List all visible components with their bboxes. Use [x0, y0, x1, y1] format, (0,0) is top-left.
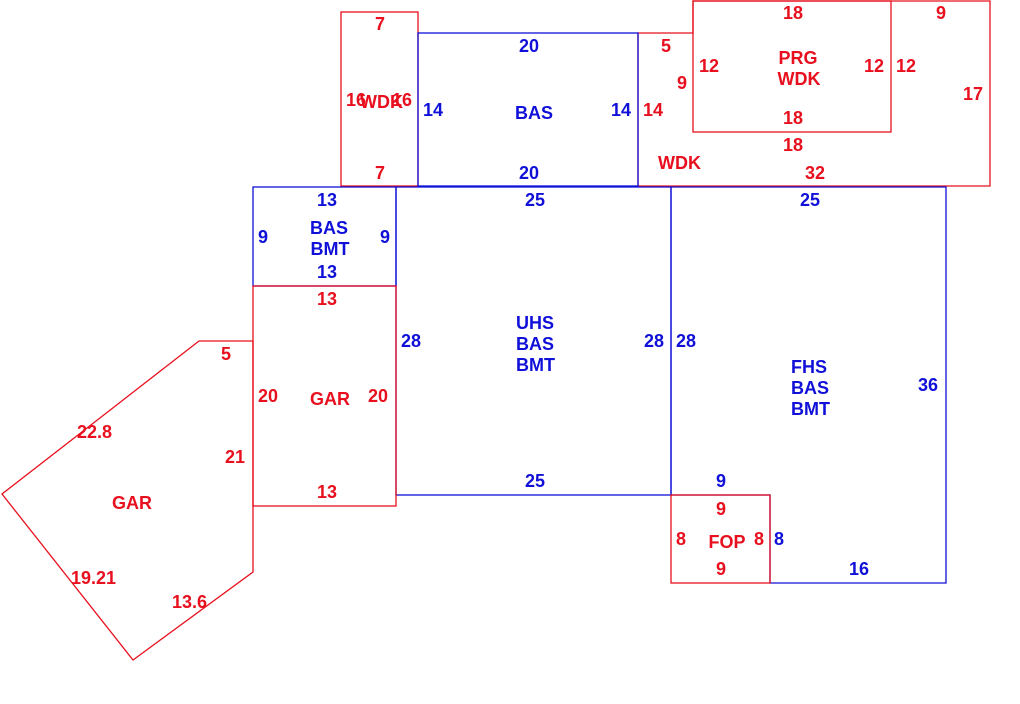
uhs-dim-right: 28: [644, 331, 664, 351]
gar-rect-code: GAR: [310, 389, 350, 409]
fop-dim-right: 8: [754, 529, 764, 549]
wdk-small-dim-left: 16: [346, 90, 366, 110]
gar-poly-dim-lower-left: 19.21: [71, 568, 116, 588]
fhs-code-2: BAS: [791, 378, 829, 398]
fhs-code-1: FHS: [791, 357, 827, 377]
bas-bmt-dim-bottom: 13: [317, 262, 337, 282]
fhs-dim-right: 36: [918, 375, 938, 395]
bas-bmt-dim-top: 13: [317, 190, 337, 210]
gar-poly-dim-lower-right: 13.6: [172, 592, 207, 612]
wdk-large-code: WDK: [658, 153, 701, 173]
prg-dim-bottom: 18: [783, 108, 803, 128]
uhs-code-1: UHS: [516, 313, 554, 333]
bas-top-dim-left: 14: [423, 100, 443, 120]
prg-dim-left: 12: [699, 56, 719, 76]
gar-poly-code: GAR: [112, 493, 152, 513]
fhs-dim-notch-side: 8: [774, 529, 784, 549]
uhs-dim-top: 25: [525, 190, 545, 210]
wdk-large-dim-14: 14: [643, 100, 663, 120]
gar-poly-dim-upper-left: 22.8: [77, 422, 112, 442]
uhs-code-3: BMT: [516, 355, 555, 375]
gar-rect-dim-right: 20: [368, 386, 388, 406]
wdk-large-dim-17: 17: [963, 84, 983, 104]
gar-poly-outline[interactable]: [1, 340, 254, 661]
fhs-dim-left: 28: [676, 331, 696, 351]
fhs-dim-top: 25: [800, 190, 820, 210]
bas-top-dim-top: 20: [519, 36, 539, 56]
uhs-code-2: BAS: [516, 334, 554, 354]
bas-bmt-code-1: BAS: [310, 218, 348, 238]
wdk-large-dim-18: 18: [783, 135, 803, 155]
wdk-large-dim-32: 32: [805, 163, 825, 183]
bas-top-code: BAS: [515, 103, 553, 123]
uhs-dim-left: 28: [401, 331, 421, 351]
wdk-small-code: WDK: [360, 92, 403, 112]
wdk-large-dim-12: 12: [896, 56, 916, 76]
gar-rect-dim-bottom: 13: [317, 482, 337, 502]
gar-poly-dim-right: 21: [225, 447, 245, 467]
prg-code-2: WDK: [778, 69, 821, 89]
wdk-small-dim-right: 16: [392, 90, 412, 110]
prg-dim-right: 12: [864, 56, 884, 76]
wdk-large-dim-9-top: 9: [936, 3, 946, 23]
gar-poly-dim-top: 5: [221, 344, 231, 364]
fhs-dim-bottom: 16: [849, 559, 869, 579]
gar-rect-dim-left: 20: [258, 386, 278, 406]
wdk-large-dim-5: 5: [661, 36, 671, 56]
prg-wdk-outline[interactable]: [692, 0, 892, 133]
fop-dim-bottom: 9: [716, 559, 726, 579]
wdk-small-dim-top: 7: [375, 14, 385, 34]
uhs-dim-bottom: 25: [525, 471, 545, 491]
bas-bmt-dim-right: 9: [380, 227, 390, 247]
fop-dim-top: 9: [716, 499, 726, 519]
bas-bmt-code-2: BMT: [311, 239, 350, 259]
fop-dim-left: 8: [676, 529, 686, 549]
bas-bmt-dim-left: 9: [258, 227, 268, 247]
prg-code-1: PRG: [778, 48, 817, 68]
bas-top-dim-right: 14: [611, 100, 631, 120]
gar-rect-dim-top: 13: [317, 289, 337, 309]
prg-dim-top: 18: [783, 3, 803, 23]
wdk-small-dim-bottom: 7: [375, 163, 385, 183]
bas-top-outline[interactable]: [417, 32, 639, 187]
fhs-code-3: BMT: [791, 399, 830, 419]
wdk-large-dim-9: 9: [677, 73, 687, 93]
fhs-dim-notch-top: 9: [716, 471, 726, 491]
bas-top-dim-bottom: 20: [519, 163, 539, 183]
fop-code: FOP: [708, 532, 745, 552]
fop-outline[interactable]: [670, 494, 771, 584]
